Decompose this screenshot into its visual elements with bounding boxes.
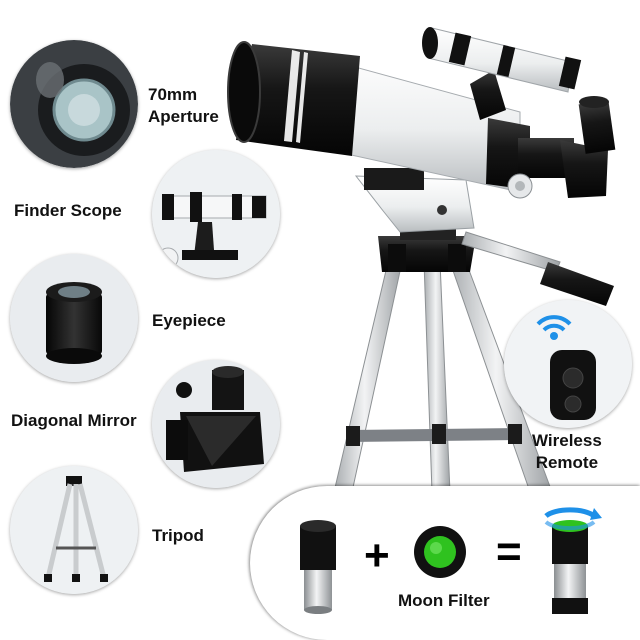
moon-filter-accessory [414,526,466,578]
wireless-remote-detail-image [504,300,632,428]
wireless-remote-label-line1: Wireless [532,431,602,450]
finder-scope-mounted [422,27,582,120]
wireless-remote-label: Wireless Remote [532,430,602,474]
altaz-mount [354,168,475,233]
bluetooth-signal-icon [536,315,572,340]
tripod-head [378,210,614,306]
finder-scope-label: Finder Scope [14,201,122,220]
diagonal-mirror-label: Diagonal Mirror [11,411,137,430]
eyepiece-detail-image [10,254,138,382]
aperture-label: 70mm Aperture [148,84,219,128]
aperture-label-line1: 70mm [148,85,198,104]
tripod-detail-image [10,466,138,594]
equals-sign: = [496,527,522,576]
wireless-remote-label-line2: Remote [535,453,599,472]
moon-filter-panel: + = Moon Filter [250,486,640,640]
aperture-detail-image [10,40,138,168]
eyepiece-label: Eyepiece [152,311,226,330]
rotate-arrows-icon [544,507,596,518]
main-tube [227,41,616,199]
eyepiece-accessory [300,520,336,614]
assembled-eyepiece-with-filter [544,507,602,614]
plus-sign: + [364,531,390,580]
tripod-legs [333,261,553,493]
aperture-label-line2: Aperture [148,107,219,126]
diagonal-mirror-detail-image [152,360,280,488]
moon-filter-label: Moon Filter [398,591,490,610]
tripod-label: Tripod [152,526,204,545]
finder-scope-detail-image [152,150,280,278]
